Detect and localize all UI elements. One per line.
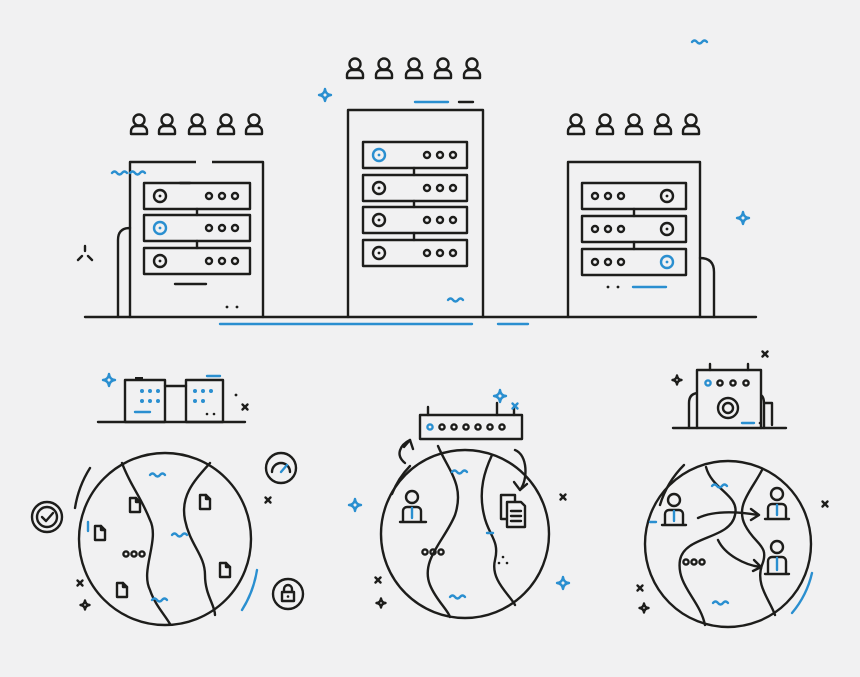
right-rack-users — [566, 113, 701, 136]
center-rack — [345, 57, 485, 319]
left-rack-users — [129, 113, 264, 136]
wave-icon — [690, 39, 709, 45]
arrow-icon — [696, 507, 763, 573]
left-globe-group — [30, 372, 305, 627]
left-globe — [77, 451, 253, 627]
router-icon — [418, 401, 524, 441]
buildings-icon — [96, 374, 247, 424]
document-icon — [128, 496, 142, 514]
right-globe — [643, 459, 813, 629]
right-globe-group — [636, 350, 829, 629]
left-rack — [110, 113, 265, 319]
padlock-icon — [271, 577, 305, 611]
user-icon — [398, 489, 428, 524]
user-icon — [763, 539, 791, 576]
checkmark-icon — [30, 500, 64, 534]
document-icon — [198, 493, 212, 511]
right-rack — [566, 113, 716, 319]
spark-burst-icon — [76, 244, 94, 262]
document-icon — [218, 561, 232, 579]
center-rack-units — [361, 140, 469, 268]
document-icon — [115, 581, 129, 599]
files-icon — [499, 493, 527, 529]
right-rack-units — [580, 181, 688, 277]
user-icon — [660, 492, 688, 527]
sparkle-icon — [317, 87, 333, 103]
center-globe-group — [347, 388, 571, 620]
document-icon — [93, 524, 107, 542]
left-rack-units — [142, 181, 252, 276]
user-icon — [763, 486, 791, 521]
device-icon — [671, 362, 788, 430]
speed-gauge-icon — [264, 451, 298, 485]
center-globe — [379, 448, 551, 620]
sparkle-icon — [735, 210, 751, 226]
center-rack-users — [345, 57, 482, 80]
